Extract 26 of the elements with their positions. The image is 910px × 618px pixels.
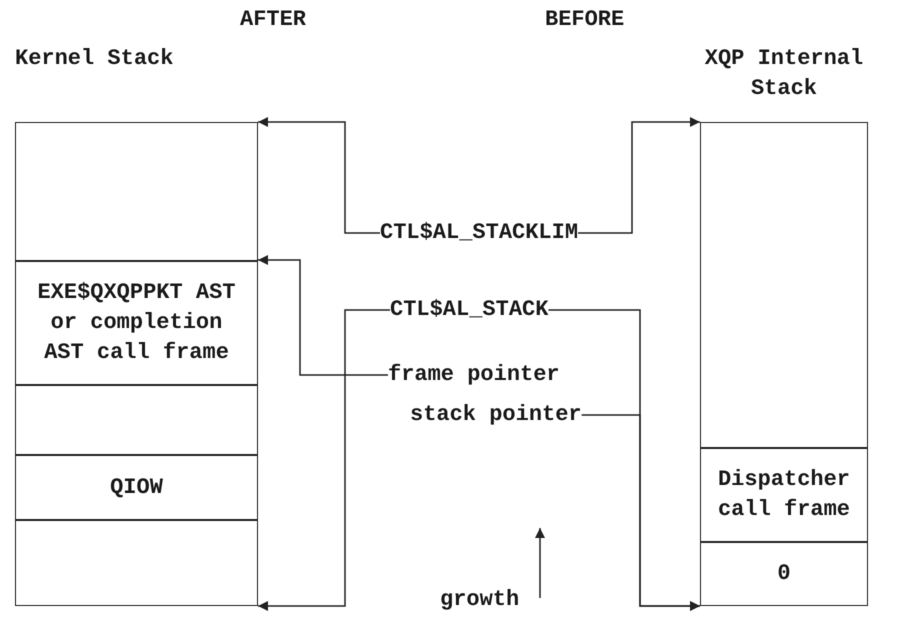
stack-heading: XQP Internal Stack <box>704 45 864 103</box>
pointer-arrow <box>258 309 390 611</box>
stack-cell <box>700 122 868 449</box>
pointer-arrow <box>582 414 700 611</box>
stack-cell <box>15 519 258 606</box>
growth-label: growth <box>440 586 520 614</box>
stack-heading: Kernel Stack <box>15 45 174 73</box>
cell-text: QIOW <box>110 474 163 502</box>
stack-cell <box>15 260 258 386</box>
column-heading: BEFORE <box>545 6 624 34</box>
pointer-arrow <box>578 117 700 234</box>
cell-text: EXE$QXQPPKT AST or completion AST call frame <box>36 279 237 367</box>
pointer-label: frame pointer <box>388 360 560 390</box>
pointer-arrow <box>258 255 388 376</box>
stack-cell <box>15 454 258 521</box>
pointer-label: CTL$AL_STACK <box>390 295 548 325</box>
stack-cell <box>15 384 258 456</box>
stack-cell <box>700 541 868 606</box>
pointer-arrow <box>258 117 380 234</box>
stack-cell <box>700 447 868 543</box>
stack-cell <box>15 122 258 262</box>
cell-text: 0 <box>777 560 791 588</box>
column-heading: AFTER <box>240 6 306 34</box>
pointer-label: stack pointer <box>410 400 582 430</box>
cell-text: Dispatcher call frame <box>716 466 852 524</box>
pointer-label: CTL$AL_STACKLIM <box>380 218 578 248</box>
